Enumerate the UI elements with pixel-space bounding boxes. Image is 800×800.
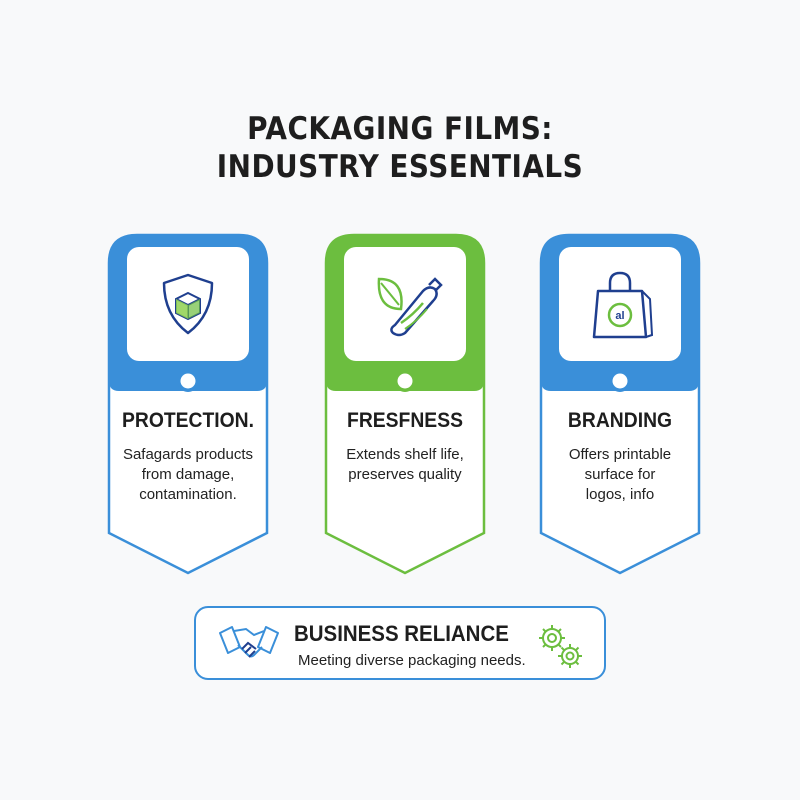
svg-text:al: al	[615, 310, 624, 322]
card-description: Safagards products from damage, contamin…	[122, 446, 254, 503]
gears-icon	[539, 625, 582, 668]
card-freshness: FRESFNESS Extends shelf life, preserves …	[324, 233, 486, 575]
shopping-bag-icon: al	[565, 251, 675, 359]
banner-subtitle: Meeting diverse packaging needs.	[298, 652, 526, 669]
leaf-bottle-icon	[350, 251, 460, 359]
business-reliance-banner: BUSINESS RELIANCE Meeting diverse packag…	[194, 606, 606, 680]
page-title: PACKAGING FILMS: INDUSTRY ESSENTIALS	[40, 110, 760, 186]
banner-title: BUSINESS RELIANCE	[294, 621, 509, 646]
card-heading: BRANDING	[567, 409, 673, 432]
handshake-icon	[219, 626, 279, 658]
shield-box-icon	[133, 251, 243, 359]
card-heading: FRESFNESS	[347, 409, 463, 432]
card-heading: PROTECTION.	[121, 409, 255, 432]
title-line-1: PACKAGING FILMS:	[247, 111, 553, 147]
card-frame	[324, 233, 486, 575]
card-description: Extends shelf life, preserves quality	[346, 446, 464, 483]
title-line-2: INDUSTRY ESSENTIALS	[216, 149, 584, 185]
card-protection: PROTECTION. Safagards products from dama…	[107, 233, 269, 575]
card-description: Offers printable surface for logos, info	[568, 446, 672, 503]
card-branding: al BRANDING Offers printable surface for…	[539, 233, 701, 575]
